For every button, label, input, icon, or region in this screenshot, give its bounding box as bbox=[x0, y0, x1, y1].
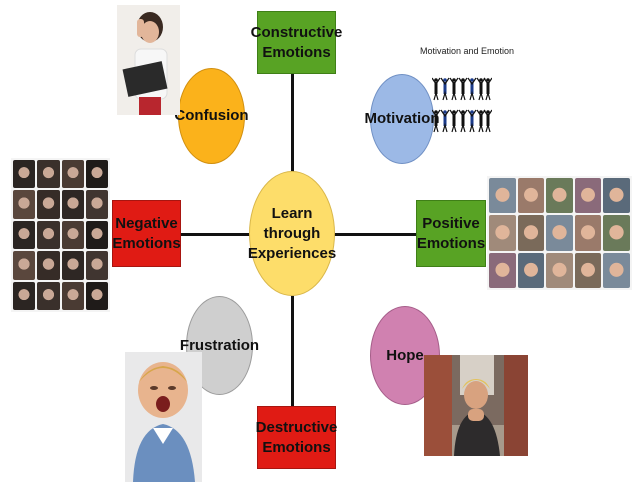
positive-face-tile bbox=[517, 178, 545, 214]
connector-right bbox=[330, 233, 417, 236]
negative-line2: Emotions bbox=[112, 234, 181, 252]
silhouette-figure bbox=[449, 77, 459, 101]
positive-line1: Positive bbox=[422, 214, 480, 232]
positive-face-tile bbox=[574, 252, 602, 288]
negative-face-tile bbox=[13, 281, 36, 310]
negative-face-tile bbox=[61, 190, 84, 219]
motivation-silhouettes bbox=[432, 72, 492, 138]
silhouette-figure bbox=[467, 109, 477, 133]
silhouette-figure bbox=[432, 77, 441, 101]
positive-face-tile bbox=[574, 178, 602, 214]
silhouette-figure bbox=[483, 77, 492, 101]
positive-face-tile bbox=[517, 215, 545, 251]
positive-line2: Emotions bbox=[416, 234, 486, 252]
negative-face-tile bbox=[37, 251, 60, 280]
confusion-circle: Confusion bbox=[174, 68, 249, 164]
positive-face-tile bbox=[546, 252, 573, 288]
silhouette-figure bbox=[458, 109, 468, 133]
positive-face-tile bbox=[603, 178, 630, 214]
negative-face-tile bbox=[37, 160, 60, 189]
connector-top bbox=[291, 74, 294, 174]
negative-faces-grid bbox=[11, 158, 110, 312]
positive-faces-grid bbox=[487, 176, 632, 290]
negative-face-tile bbox=[85, 220, 108, 250]
silhouette-figure bbox=[440, 77, 450, 101]
negative-face-tile bbox=[61, 220, 84, 250]
negative-face-tile bbox=[13, 160, 36, 189]
silhouette-figure bbox=[467, 77, 477, 101]
positive-face-tile bbox=[489, 215, 516, 251]
positive-face-tile bbox=[574, 215, 602, 251]
motivation-image-caption: Motivation and Emotion bbox=[420, 46, 515, 56]
negative-face-tile bbox=[61, 281, 84, 310]
negative-face-tile bbox=[37, 190, 60, 219]
connector-bottom bbox=[291, 296, 294, 406]
destructive-emotions-box: Destructive Emotions bbox=[255, 406, 338, 469]
negative-face-tile bbox=[85, 190, 108, 219]
positive-face-tile bbox=[603, 252, 630, 288]
frustration-photo bbox=[125, 352, 202, 482]
negative-face-tile bbox=[37, 220, 60, 250]
constructive-line2: Emotions bbox=[262, 43, 331, 61]
positive-face-tile bbox=[517, 252, 545, 288]
positive-emotions-box: Positive Emotions bbox=[416, 200, 486, 267]
positive-face-tile bbox=[489, 252, 516, 288]
hope-photo bbox=[424, 355, 528, 456]
destructive-line2: Emotions bbox=[262, 438, 331, 456]
positive-face-tile bbox=[489, 178, 516, 214]
negative-face-tile bbox=[13, 190, 36, 219]
silhouette-figure bbox=[458, 77, 468, 101]
negative-face-tile bbox=[85, 281, 108, 310]
negative-face-tile bbox=[85, 251, 108, 280]
motivation-label: Motivation bbox=[364, 110, 440, 127]
constructive-line1: Constructive bbox=[250, 23, 343, 41]
positive-face-tile bbox=[546, 178, 573, 214]
confusion-label: Confusion bbox=[174, 107, 249, 124]
negative-face-tile bbox=[13, 251, 36, 280]
center-label-line1: Learn through bbox=[263, 204, 321, 242]
negative-face-tile bbox=[61, 160, 84, 189]
negative-emotions-box: Negative Emotions bbox=[112, 200, 181, 267]
destructive-line1: Destructive bbox=[255, 418, 338, 436]
silhouette-figure bbox=[483, 109, 492, 133]
negative-line1: Negative bbox=[115, 214, 178, 232]
frustration-label: Frustration bbox=[179, 336, 260, 354]
silhouette-figure bbox=[476, 77, 486, 101]
constructive-emotions-box: Constructive Emotions bbox=[251, 11, 342, 74]
hope-label: Hope bbox=[386, 346, 424, 364]
positive-face-tile bbox=[603, 215, 630, 251]
connector-left bbox=[180, 233, 252, 236]
center-label-line2: Experiences bbox=[247, 244, 337, 262]
positive-face-tile bbox=[546, 215, 573, 251]
silhouette-figure bbox=[449, 109, 459, 133]
negative-face-tile bbox=[85, 160, 108, 189]
silhouette-figure bbox=[476, 109, 486, 133]
negative-face-tile bbox=[37, 281, 60, 310]
center-node: Learn through Experiences bbox=[247, 171, 337, 296]
silhouette-figure bbox=[440, 109, 450, 133]
motivation-circle: Motivation bbox=[365, 74, 440, 164]
confusion-photo bbox=[117, 5, 180, 115]
negative-face-tile bbox=[61, 251, 84, 280]
negative-face-tile bbox=[13, 220, 36, 250]
silhouette-figure bbox=[432, 109, 441, 133]
